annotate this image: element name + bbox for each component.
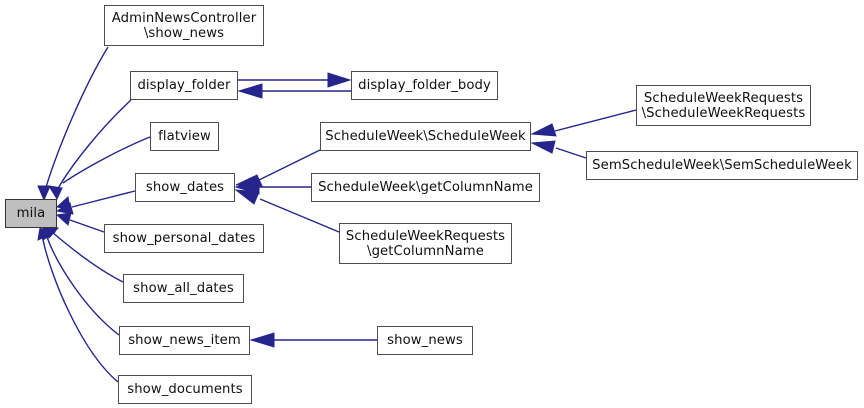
arrowhead-show_dates-to-mila — [55, 202, 74, 215]
node-mila[interactable]: mila — [5, 199, 57, 228]
edge-schedule_week_requests-to-schedule_week — [554, 109, 637, 132]
edge-sem_schedule_week-to-schedule_week — [555, 147, 587, 159]
arrowhead-display_folder_body-to-display_folder — [237, 83, 263, 99]
node-display_folder[interactable]: display_folder — [130, 71, 238, 100]
node-flatview[interactable]: flatview — [150, 122, 219, 151]
arrowhead-sem_schedule_week-to-schedule_week — [530, 140, 556, 154]
node-sem_schedule_week[interactable]: SemScheduleWeek\SemScheduleWeek — [586, 151, 858, 180]
edge-show_personal_dates-to-mila — [69, 219, 105, 233]
edge-swr_getcolname-to-show_dates — [259, 198, 340, 233]
arrowhead-display_folder-to-display_folder_body — [327, 72, 352, 88]
arrowhead-show_news_item-to-mila — [42, 227, 57, 241]
node-schedule_week[interactable]: ScheduleWeek\ScheduleWeek — [320, 122, 531, 151]
arrowhead-admin_news_controller-to-mila — [37, 185, 51, 202]
arrowhead-schedule_week-to-show_dates — [235, 174, 263, 187]
arrowhead-show_personal_dates-to-mila — [55, 212, 72, 226]
arrowhead-display_folder-to-mila — [48, 185, 63, 201]
node-show_dates[interactable]: show_dates — [135, 173, 235, 202]
node-show_news_item[interactable]: show_news_item — [119, 326, 250, 355]
arrowhead-show_news-to-show_news_item — [249, 332, 275, 348]
edge-display_folder-to-mila — [55, 99, 132, 193]
node-show_personal_dates[interactable]: show_personal_dates — [104, 224, 264, 253]
arrowhead-show_all_dates-to-mila — [43, 227, 60, 239]
arrowhead-swr_getcolname-to-show_dates — [234, 189, 260, 205]
node-show_documents[interactable]: show_documents — [118, 375, 252, 404]
arrowhead-schedule_week_getcolname-to-show_dates — [234, 180, 260, 195]
node-display_folder_body[interactable]: display_folder_body — [351, 71, 498, 100]
arrowhead-flatview-to-mila — [55, 196, 71, 210]
node-admin_news_controller[interactable]: AdminNewsController \show_news — [104, 5, 264, 46]
node-schedule_week_requests[interactable]: ScheduleWeekRequests \ScheduleWeekReques… — [636, 85, 811, 126]
node-show_news[interactable]: show_news — [377, 326, 473, 355]
node-schedule_week_getcolname[interactable]: ScheduleWeek\getColumnName — [311, 173, 540, 202]
node-swr_getcolname[interactable]: ScheduleWeekRequests \getColumnName — [339, 223, 512, 264]
node-show_all_dates[interactable]: show_all_dates — [123, 274, 244, 303]
arrowhead-schedule_week_requests-to-schedule_week — [530, 123, 557, 137]
arrowhead-show_documents-to-mila — [37, 227, 53, 241]
edge-show_documents-to-mila — [41, 234, 119, 383]
edge-show_dates-to-mila — [71, 190, 136, 208]
edge-admin_news_controller-to-mila — [43, 46, 109, 195]
